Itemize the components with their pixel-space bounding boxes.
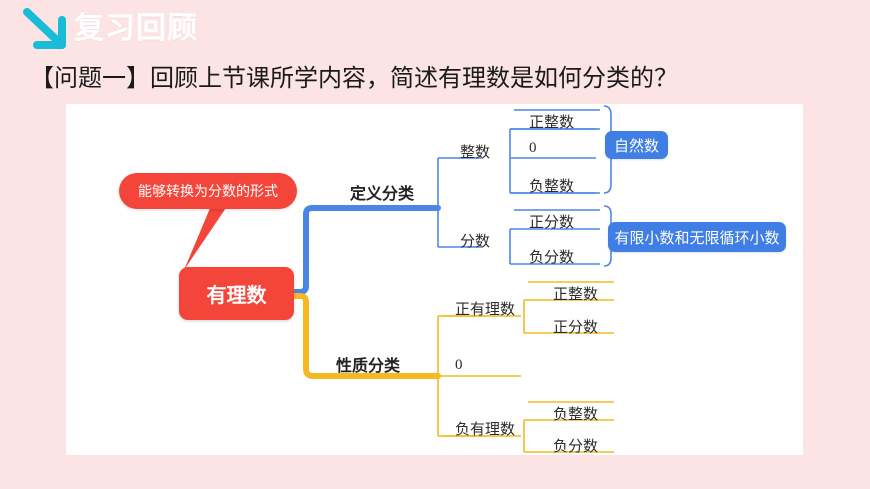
leaf-negative-integer-define: 负整数 — [529, 179, 575, 195]
question-text: 【问题一】回顾上节课所学内容，简述有理数是如何分类的？ — [30, 66, 678, 92]
root-node: 有理数 — [179, 267, 294, 320]
badge-natural-number: 自然数 — [605, 131, 668, 159]
arrow-down-right-icon — [23, 8, 66, 49]
callout-bubble: 能够转换为分数的形式 — [119, 173, 297, 209]
callout-tail — [184, 194, 234, 270]
badge-decimal-note: 有限小数和无限循环小数 — [608, 222, 786, 252]
branch-label-define: 定义分类 — [350, 186, 415, 203]
mindmap-connectors — [184, 105, 636, 453]
leaf-positive-integer-nature: 正整数 — [553, 287, 599, 303]
node-positive-rational: 正有理数 — [455, 302, 516, 318]
node-integer: 整数 — [460, 145, 491, 161]
trunk-yellow — [291, 293, 441, 379]
leaf-negative-fraction-define: 负分数 — [529, 250, 575, 266]
leaf-positive-fraction-nature: 正分数 — [553, 320, 599, 336]
trunk-blue — [291, 205, 441, 295]
leaf-negative-integer-nature: 负整数 — [553, 407, 599, 423]
mindmap-card: 能够转换为分数的形式 有理数 定义分类 整数 分数 正整数 0 负整数 正分数 … — [66, 104, 803, 455]
node-negative-rational: 负有理数 — [455, 422, 516, 438]
slide-header: 复习回顾 — [0, 0, 870, 58]
page-title: 复习回顾 — [74, 12, 198, 45]
node-zero-nature: 0 — [455, 357, 463, 373]
leaf-positive-integer-define: 正整数 — [529, 115, 575, 131]
leaf-zero-define: 0 — [529, 140, 537, 156]
leaf-negative-fraction-nature: 负分数 — [553, 439, 599, 455]
leaf-positive-fraction-define: 正分数 — [529, 215, 575, 231]
branch-label-nature: 性质分类 — [336, 358, 401, 375]
node-fraction: 分数 — [460, 234, 491, 250]
